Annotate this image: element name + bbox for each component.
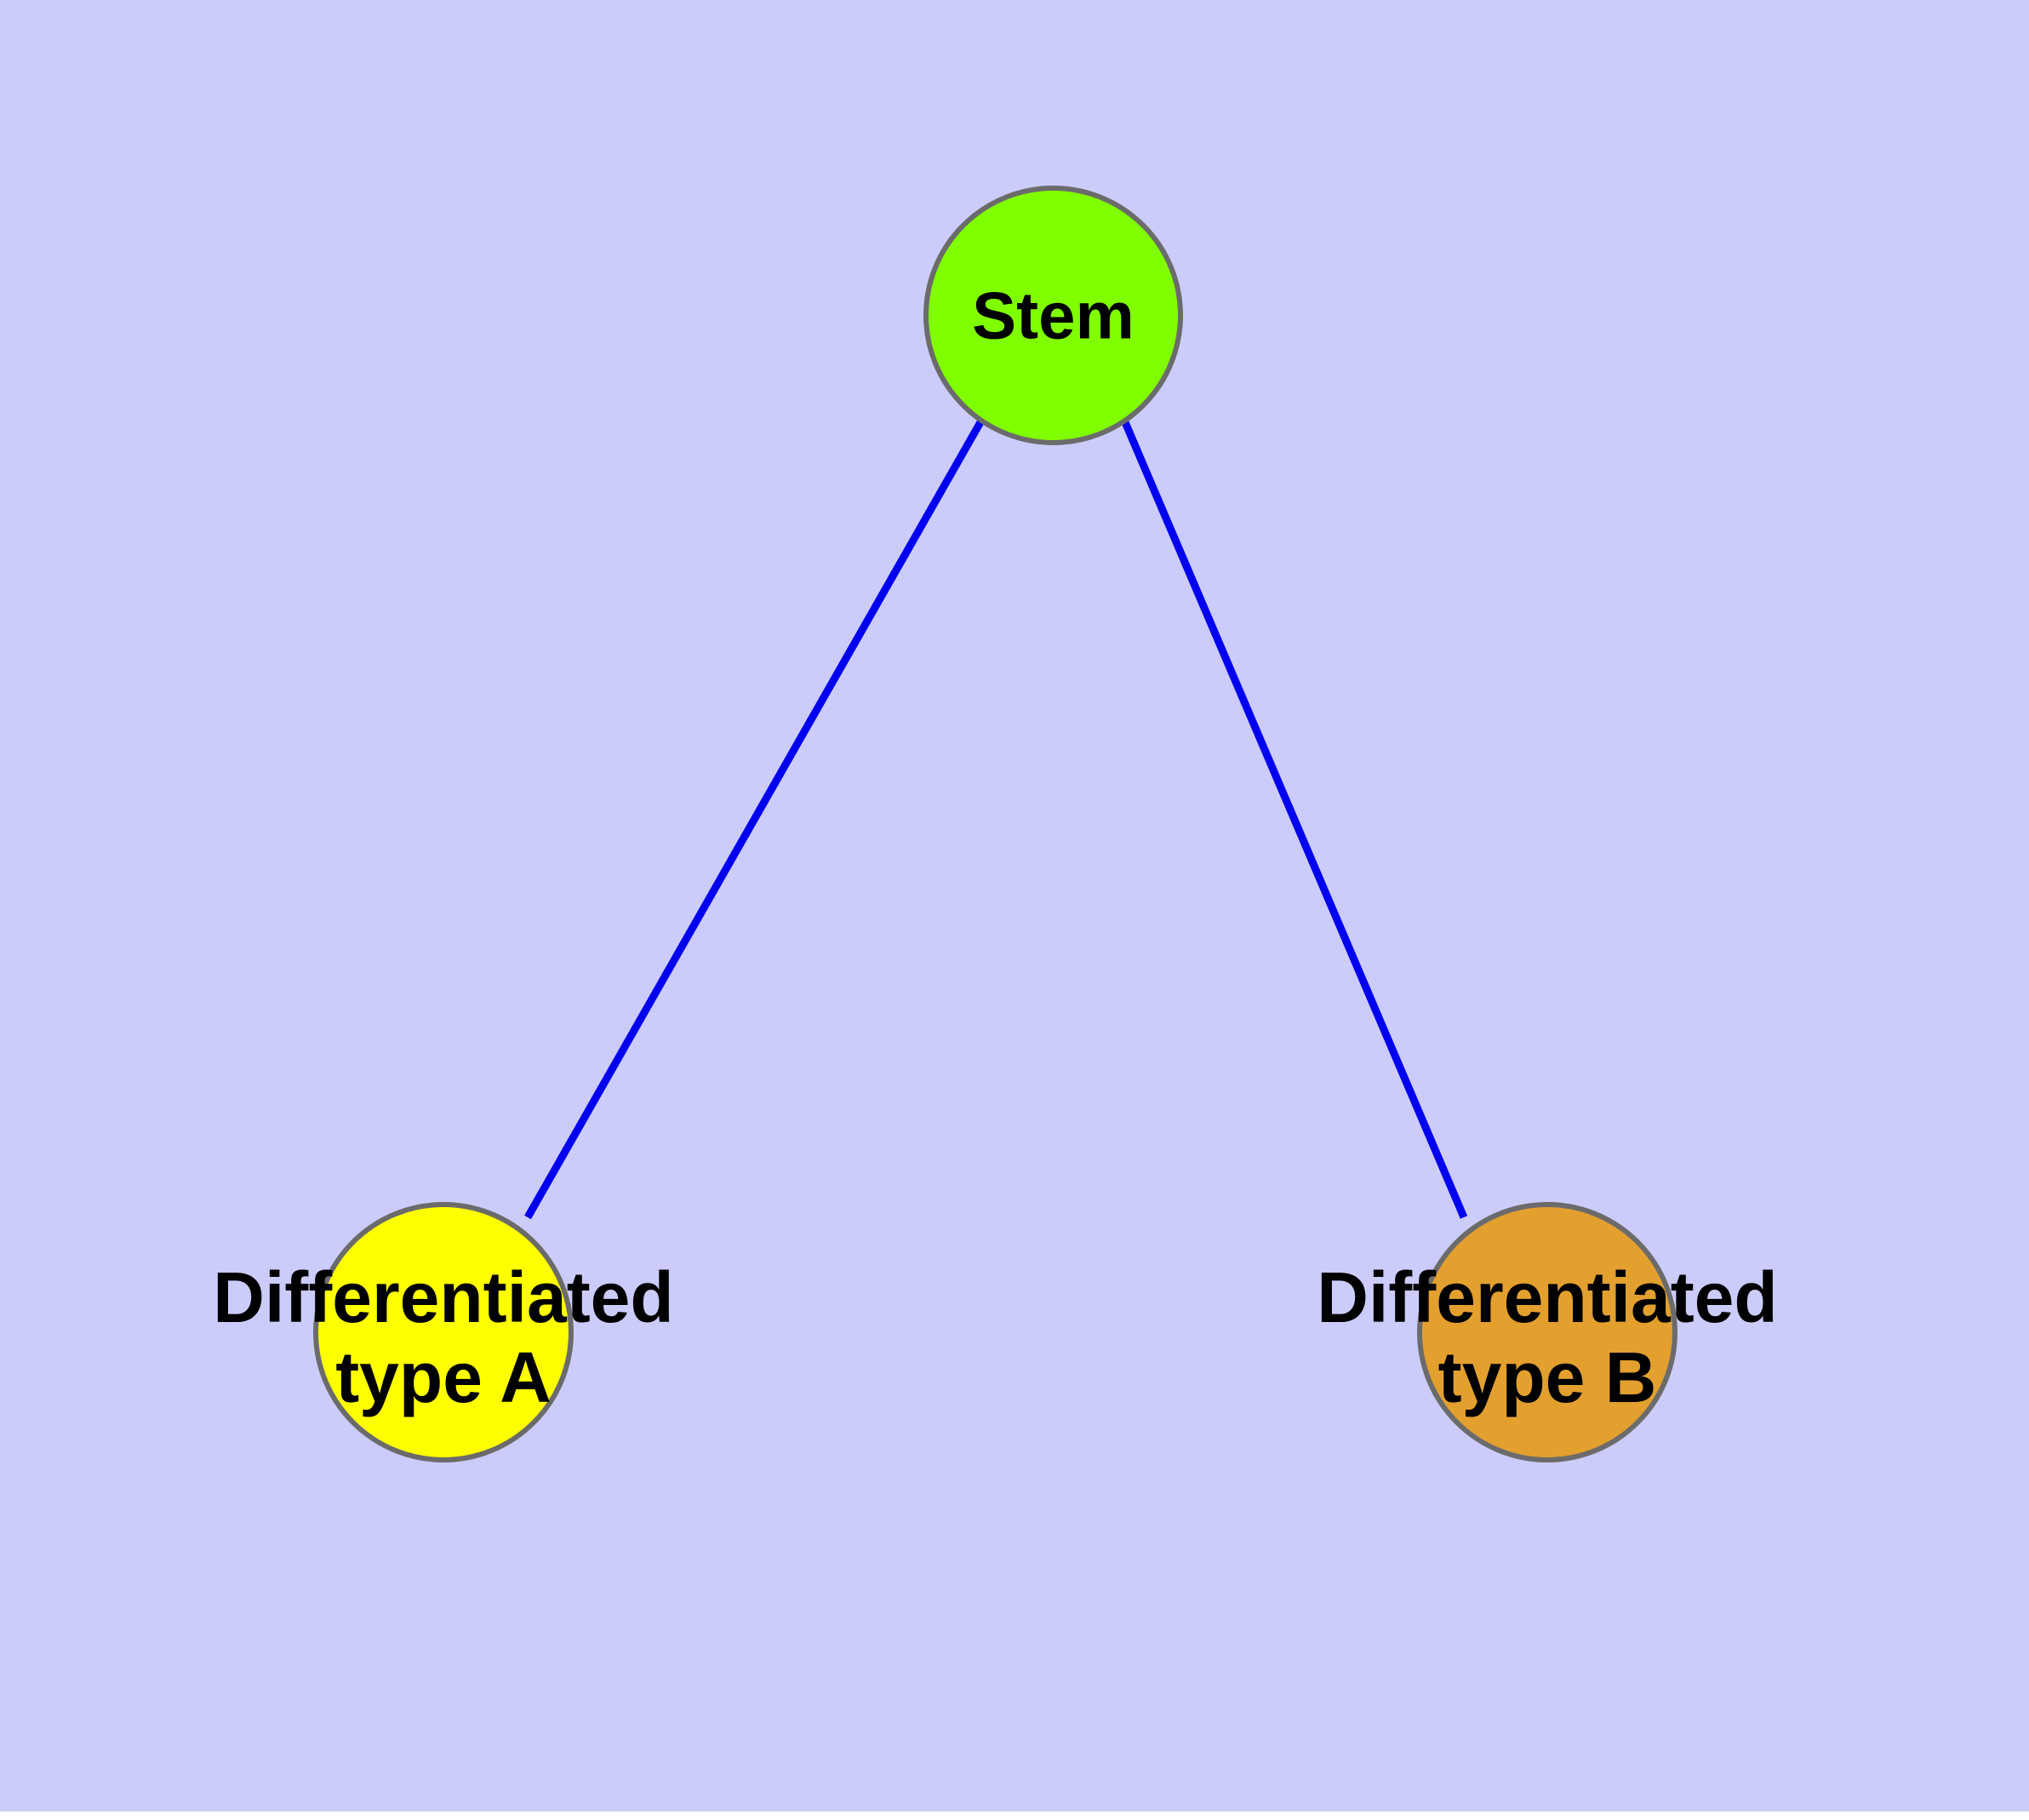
- edge-stem-to-differentiated-type-a[interactable]: [524, 420, 984, 1220]
- label-line-2: type A: [335, 1336, 552, 1417]
- node-differentiated-type-a[interactable]: Differentiated type A: [213, 1202, 674, 1462]
- node-stem-label: Stem: [972, 277, 1135, 352]
- label-line-2: type B: [1437, 1336, 1657, 1417]
- edge-stem-to-differentiated-type-b[interactable]: [1121, 421, 1468, 1219]
- footer-strip: [0, 1811, 2029, 1820]
- node-differentiated-type-b[interactable]: Differentiated type B: [1317, 1202, 1778, 1462]
- node-stem[interactable]: Stem: [923, 186, 1183, 445]
